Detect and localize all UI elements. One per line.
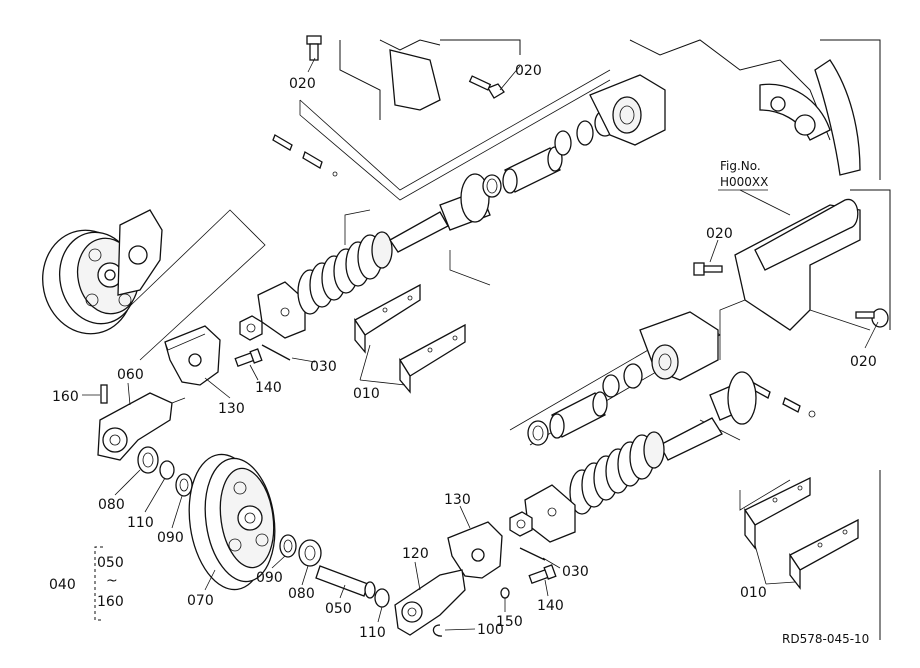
upper-bolt-140 — [234, 348, 263, 368]
label-140-b: 140 — [537, 598, 564, 614]
label-010-a: 010 — [353, 386, 380, 402]
label-150: 150 — [496, 614, 523, 630]
label-080-a: 080 — [98, 497, 125, 513]
fig-reference-leader — [739, 189, 791, 216]
upper-grease-cylinder — [502, 146, 563, 194]
fig-ref-line1: Fig.No. — [720, 159, 761, 173]
washer-150 — [500, 587, 510, 599]
label-range-tilde: ~ — [106, 573, 118, 589]
shaft-050 — [315, 565, 376, 599]
label-020-c: 020 — [706, 226, 733, 242]
upper-adjuster-rod — [389, 173, 491, 253]
label-range-050: 050 — [97, 555, 124, 571]
idler-yoke-060 — [97, 392, 186, 461]
upper-fork-bracket-130 — [164, 325, 221, 386]
snap-ring-100 — [432, 624, 443, 637]
idler-yoke-120 — [394, 569, 466, 636]
upper-pin-030 — [261, 344, 291, 361]
lower-cylinder-housing — [639, 311, 719, 381]
upper-cylinder-housing — [589, 74, 666, 146]
label-110-b: 110 — [359, 625, 386, 641]
fig-ref-line2: H000XX — [720, 175, 768, 189]
track-frame-top — [299, 39, 891, 640]
label-160: 160 — [52, 389, 79, 405]
drawing-number: RD578-045-10 — [782, 632, 869, 646]
label-080-b: 080 — [288, 586, 315, 602]
lower-adjuster-rod — [659, 371, 757, 461]
label-070: 070 — [187, 593, 214, 609]
upper-grease-fitting — [272, 134, 338, 177]
label-090-a: 090 — [157, 530, 184, 546]
label-030-a: 030 — [310, 359, 337, 375]
bearing-080-left — [137, 446, 159, 474]
upper-recoil-spring — [297, 231, 393, 315]
lower-grease-cylinder — [549, 391, 608, 439]
label-range-160: 160 — [97, 594, 124, 610]
label-130-b: 130 — [444, 492, 471, 508]
label-100: 100 — [477, 622, 504, 638]
label-130-a: 130 — [218, 401, 245, 417]
label-060: 060 — [117, 367, 144, 383]
upper-seal-ring — [482, 174, 502, 198]
lower-seal-ring — [527, 420, 549, 446]
leader-lines — [82, 57, 879, 631]
right-frame-bracket — [719, 198, 871, 360]
pin-160 — [100, 384, 108, 404]
upper-idler-wheel — [42, 229, 140, 335]
lower-spring-plate — [524, 484, 576, 543]
bolt-020-right-a — [693, 262, 723, 276]
bearing-080-right — [298, 539, 322, 567]
lower-bolt-140 — [528, 564, 557, 585]
lower-nut — [509, 511, 533, 537]
part-labels: 020 020 020 020 030 030 010 010 130 130 … — [49, 63, 877, 641]
lower-recoil-spring — [569, 431, 665, 515]
label-090-b: 090 — [256, 570, 283, 586]
lower-fork-bracket-130 — [447, 521, 503, 579]
lower-grease-fitting — [749, 381, 816, 418]
label-110-a: 110 — [127, 515, 154, 531]
upper-idler-bracket — [117, 209, 163, 296]
upper-spring-plate — [257, 281, 306, 339]
upper-guard-plate-010 — [354, 283, 466, 394]
label-050: 050 — [325, 601, 352, 617]
bolt-020-top-left — [306, 35, 322, 61]
label-020-a: 020 — [289, 76, 316, 92]
label-040: 040 — [49, 577, 76, 593]
lower-guard-plate-010 — [744, 476, 859, 590]
bolt-020-right-b — [855, 308, 889, 328]
idler-wheel-070 — [188, 453, 276, 591]
fig-reference: Fig.No. H000XX — [718, 159, 768, 191]
label-140-a: 140 — [255, 380, 282, 396]
label-020-b: 020 — [515, 63, 542, 79]
upper-guide-plate — [104, 209, 491, 361]
label-020-d: 020 — [850, 354, 877, 370]
upper-nut — [239, 315, 263, 341]
bushing-090-right — [279, 534, 297, 558]
bolt-020-top-mid — [468, 75, 505, 99]
bushing-090-left — [175, 473, 193, 497]
lower-o-ring — [602, 363, 643, 398]
label-010-b: 010 — [740, 585, 767, 601]
label-030-b: 030 — [562, 564, 589, 580]
o-ring-110-right — [374, 588, 390, 608]
label-120: 120 — [402, 546, 429, 562]
lower-pin-030 — [519, 547, 546, 561]
o-ring-110-left — [159, 460, 175, 480]
